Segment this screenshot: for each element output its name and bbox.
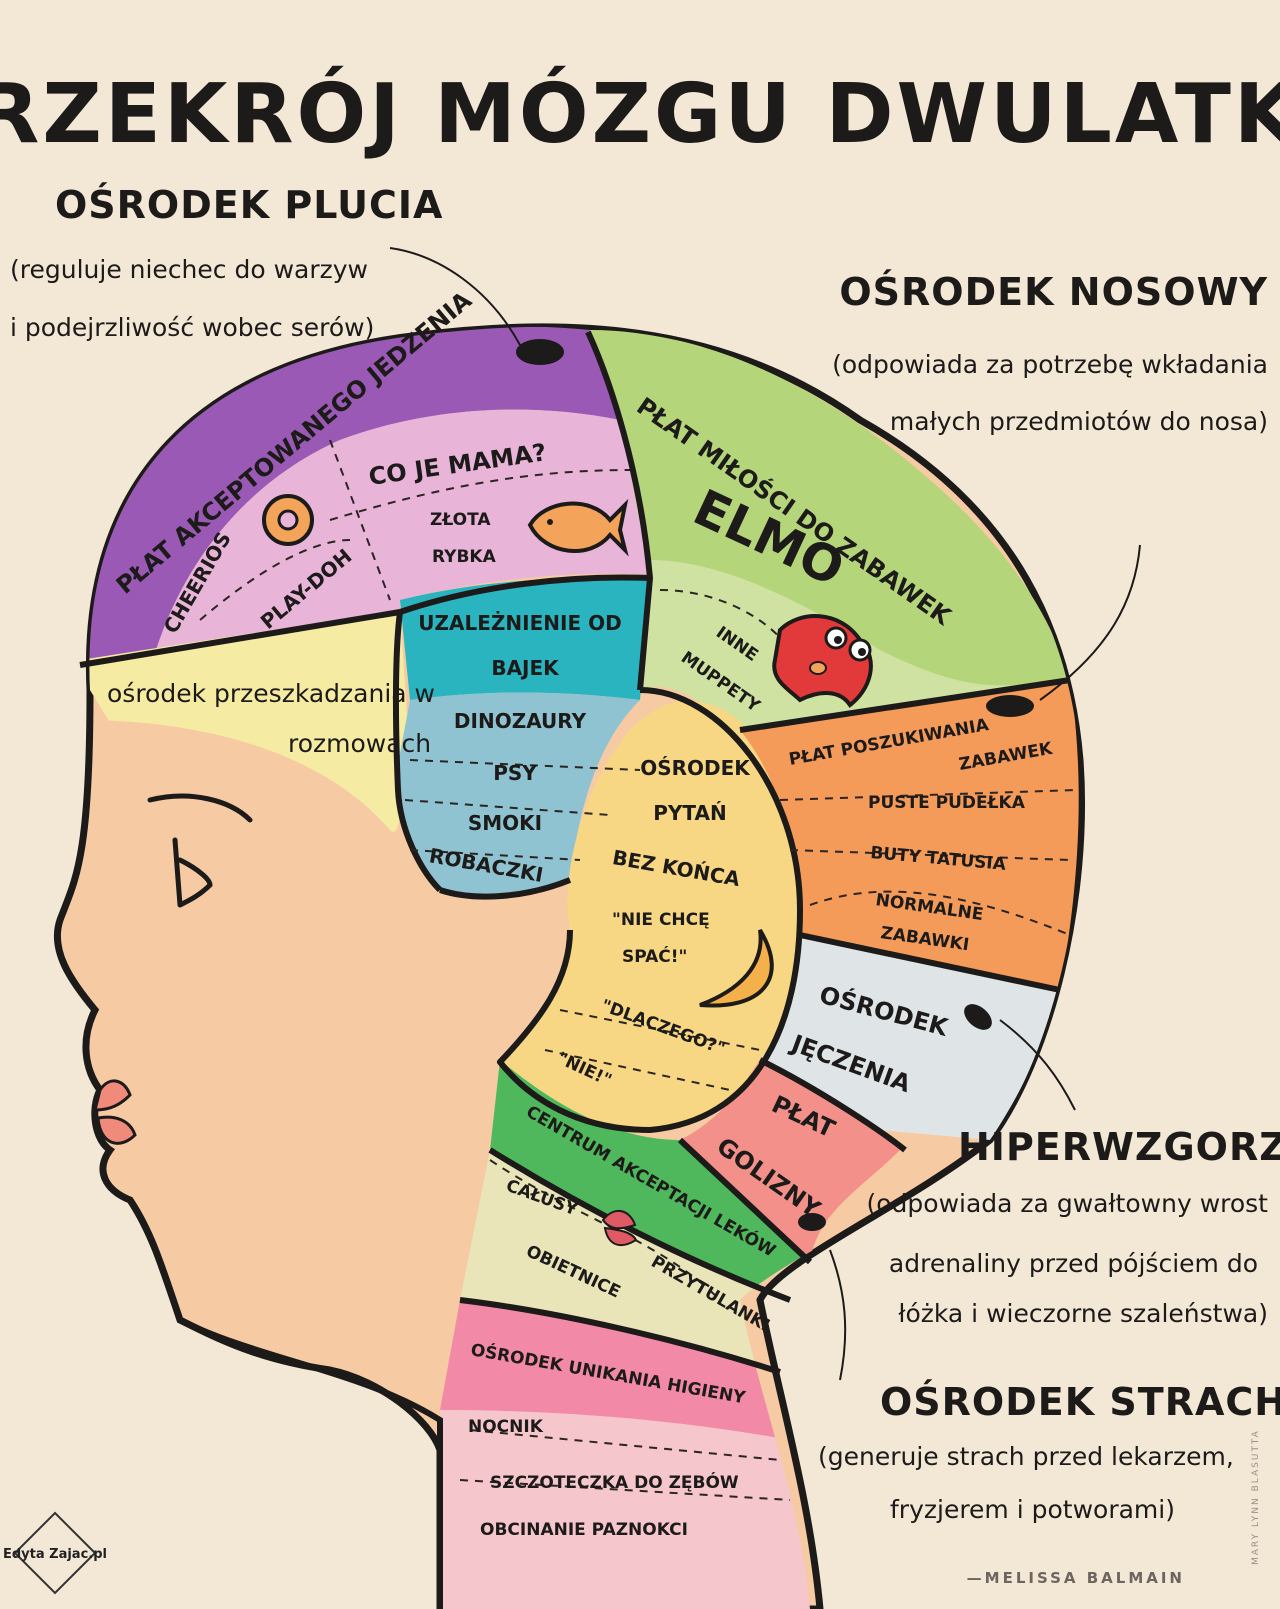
region-food-rybka: RYBKA (432, 547, 497, 567)
bean-icon-search (986, 695, 1034, 717)
kiss-lips-icon (601, 1210, 638, 1247)
region-questions-q1a: "NIE CHCĘ (612, 910, 710, 930)
region-hygiene-item-0: NOCNIK (468, 1417, 544, 1437)
region-hygiene-lightpink (440, 1410, 830, 1609)
watermark-text: Edyta Zajac.pl (3, 1547, 107, 1562)
region-cartoons-line2: BAJEK (491, 656, 560, 680)
annotation-hiperwzgorze-line3: łóżka i wieczorne szaleństwa) (898, 1299, 1268, 1328)
goldfish-icon (527, 498, 629, 557)
face (93, 793, 253, 1145)
bean-icon (516, 339, 564, 365)
region-food-purple (89, 326, 620, 690)
region-interrupt-yellow (89, 610, 410, 832)
eye-icon (172, 837, 213, 908)
leader-lines (389, 247, 1141, 1381)
region-cartoons-item-1: PSY (493, 761, 537, 785)
region-questions-q1b: SPAĆ!" (622, 945, 687, 967)
region-cartoons-item-2: SMOKI (468, 811, 542, 835)
watermark-logo: Edyta Zajac.pl (3, 1511, 107, 1595)
eyebrow (147, 793, 253, 823)
region-hygiene-rose (440, 1300, 790, 1440)
annotation-plucia-line1: (reguluje niechec do warzyw (10, 255, 368, 284)
page-title: PRZEKRÓJ MÓZGU DWULATKA (0, 65, 1280, 162)
region-search-orange (740, 680, 1079, 990)
region-cartoons-item-0: DINOZAURY (454, 709, 587, 733)
region-food-pink (150, 409, 650, 670)
bean-icon-whine (964, 1004, 992, 1030)
annotation-nosowy-heading: OŚRODEK NOSOWY (839, 270, 1268, 314)
region-outlines (79, 330, 1071, 1375)
region-questions-line1: OŚRODEK (640, 756, 751, 780)
annotation-nosowy-line2: małych przedmiotów do nosa) (890, 407, 1268, 436)
annotation-hiperwzgorze-heading: HIPERWZGORZE (958, 1125, 1280, 1169)
annotation-strachu-heading: OŚRODEK STRACHU (880, 1380, 1280, 1424)
neck-line (178, 1317, 443, 1609)
region-cartoons-blue (395, 692, 640, 897)
dashed-dividers (199, 439, 1076, 1501)
annotation-strachu-line1: (generuje strach przed lekarzem, (818, 1442, 1234, 1471)
author-credit: —MELISSA BALMAIN (967, 1569, 1185, 1587)
annotation-strachu-line2: fryzjerem i potworami) (890, 1495, 1175, 1524)
annotation-plucia-line2: i podejrzliwość wobec serów) (10, 313, 374, 342)
region-meds-green (490, 1060, 810, 1300)
annotation-hiperwzgorze-line2: adrenaliny przed pójściem do (889, 1249, 1258, 1278)
region-food-zlota: ZŁOTA (430, 510, 491, 530)
cheerio-icon (262, 494, 314, 546)
region-interrupt-line2: rozmowach (288, 729, 431, 758)
region-hygiene-item-1: SZCZOTECZKA DO ZĘBÓW (490, 1471, 739, 1493)
artist-credit: MARY LYNN BLASUTTA (1251, 1429, 1261, 1565)
annotation-hiperwzgorze-line1: (odpowiada za gwałtowny wrost (867, 1189, 1269, 1218)
region-meds-cream (460, 1150, 785, 1370)
moon-icon (699, 928, 774, 1008)
lips-icon (93, 1079, 137, 1145)
region-hygiene-item-2: OBCINANIE PAZNOKCI (480, 1520, 688, 1540)
elmo-icon (772, 614, 873, 708)
annotation-plucia-heading: OŚRODEK PLUCIA (55, 183, 443, 227)
region-whine-grey (760, 935, 1060, 1140)
region-search-item-0: PUSTE PUDEŁKA (868, 793, 1026, 813)
region-questions-line2: PYTAŃ (653, 801, 726, 825)
region-cartoons-teal (400, 578, 650, 700)
bean-icon-naked (798, 1213, 826, 1231)
region-questions-peach (500, 700, 800, 1130)
region-cartoons-line1: UZALEŻNIENIE OD (418, 611, 621, 635)
annotation-nosowy-line1: (odpowiada za potrzebę wkładania (832, 350, 1268, 379)
region-interrupt-line1: ośrodek przeszkadzania w (107, 679, 435, 708)
